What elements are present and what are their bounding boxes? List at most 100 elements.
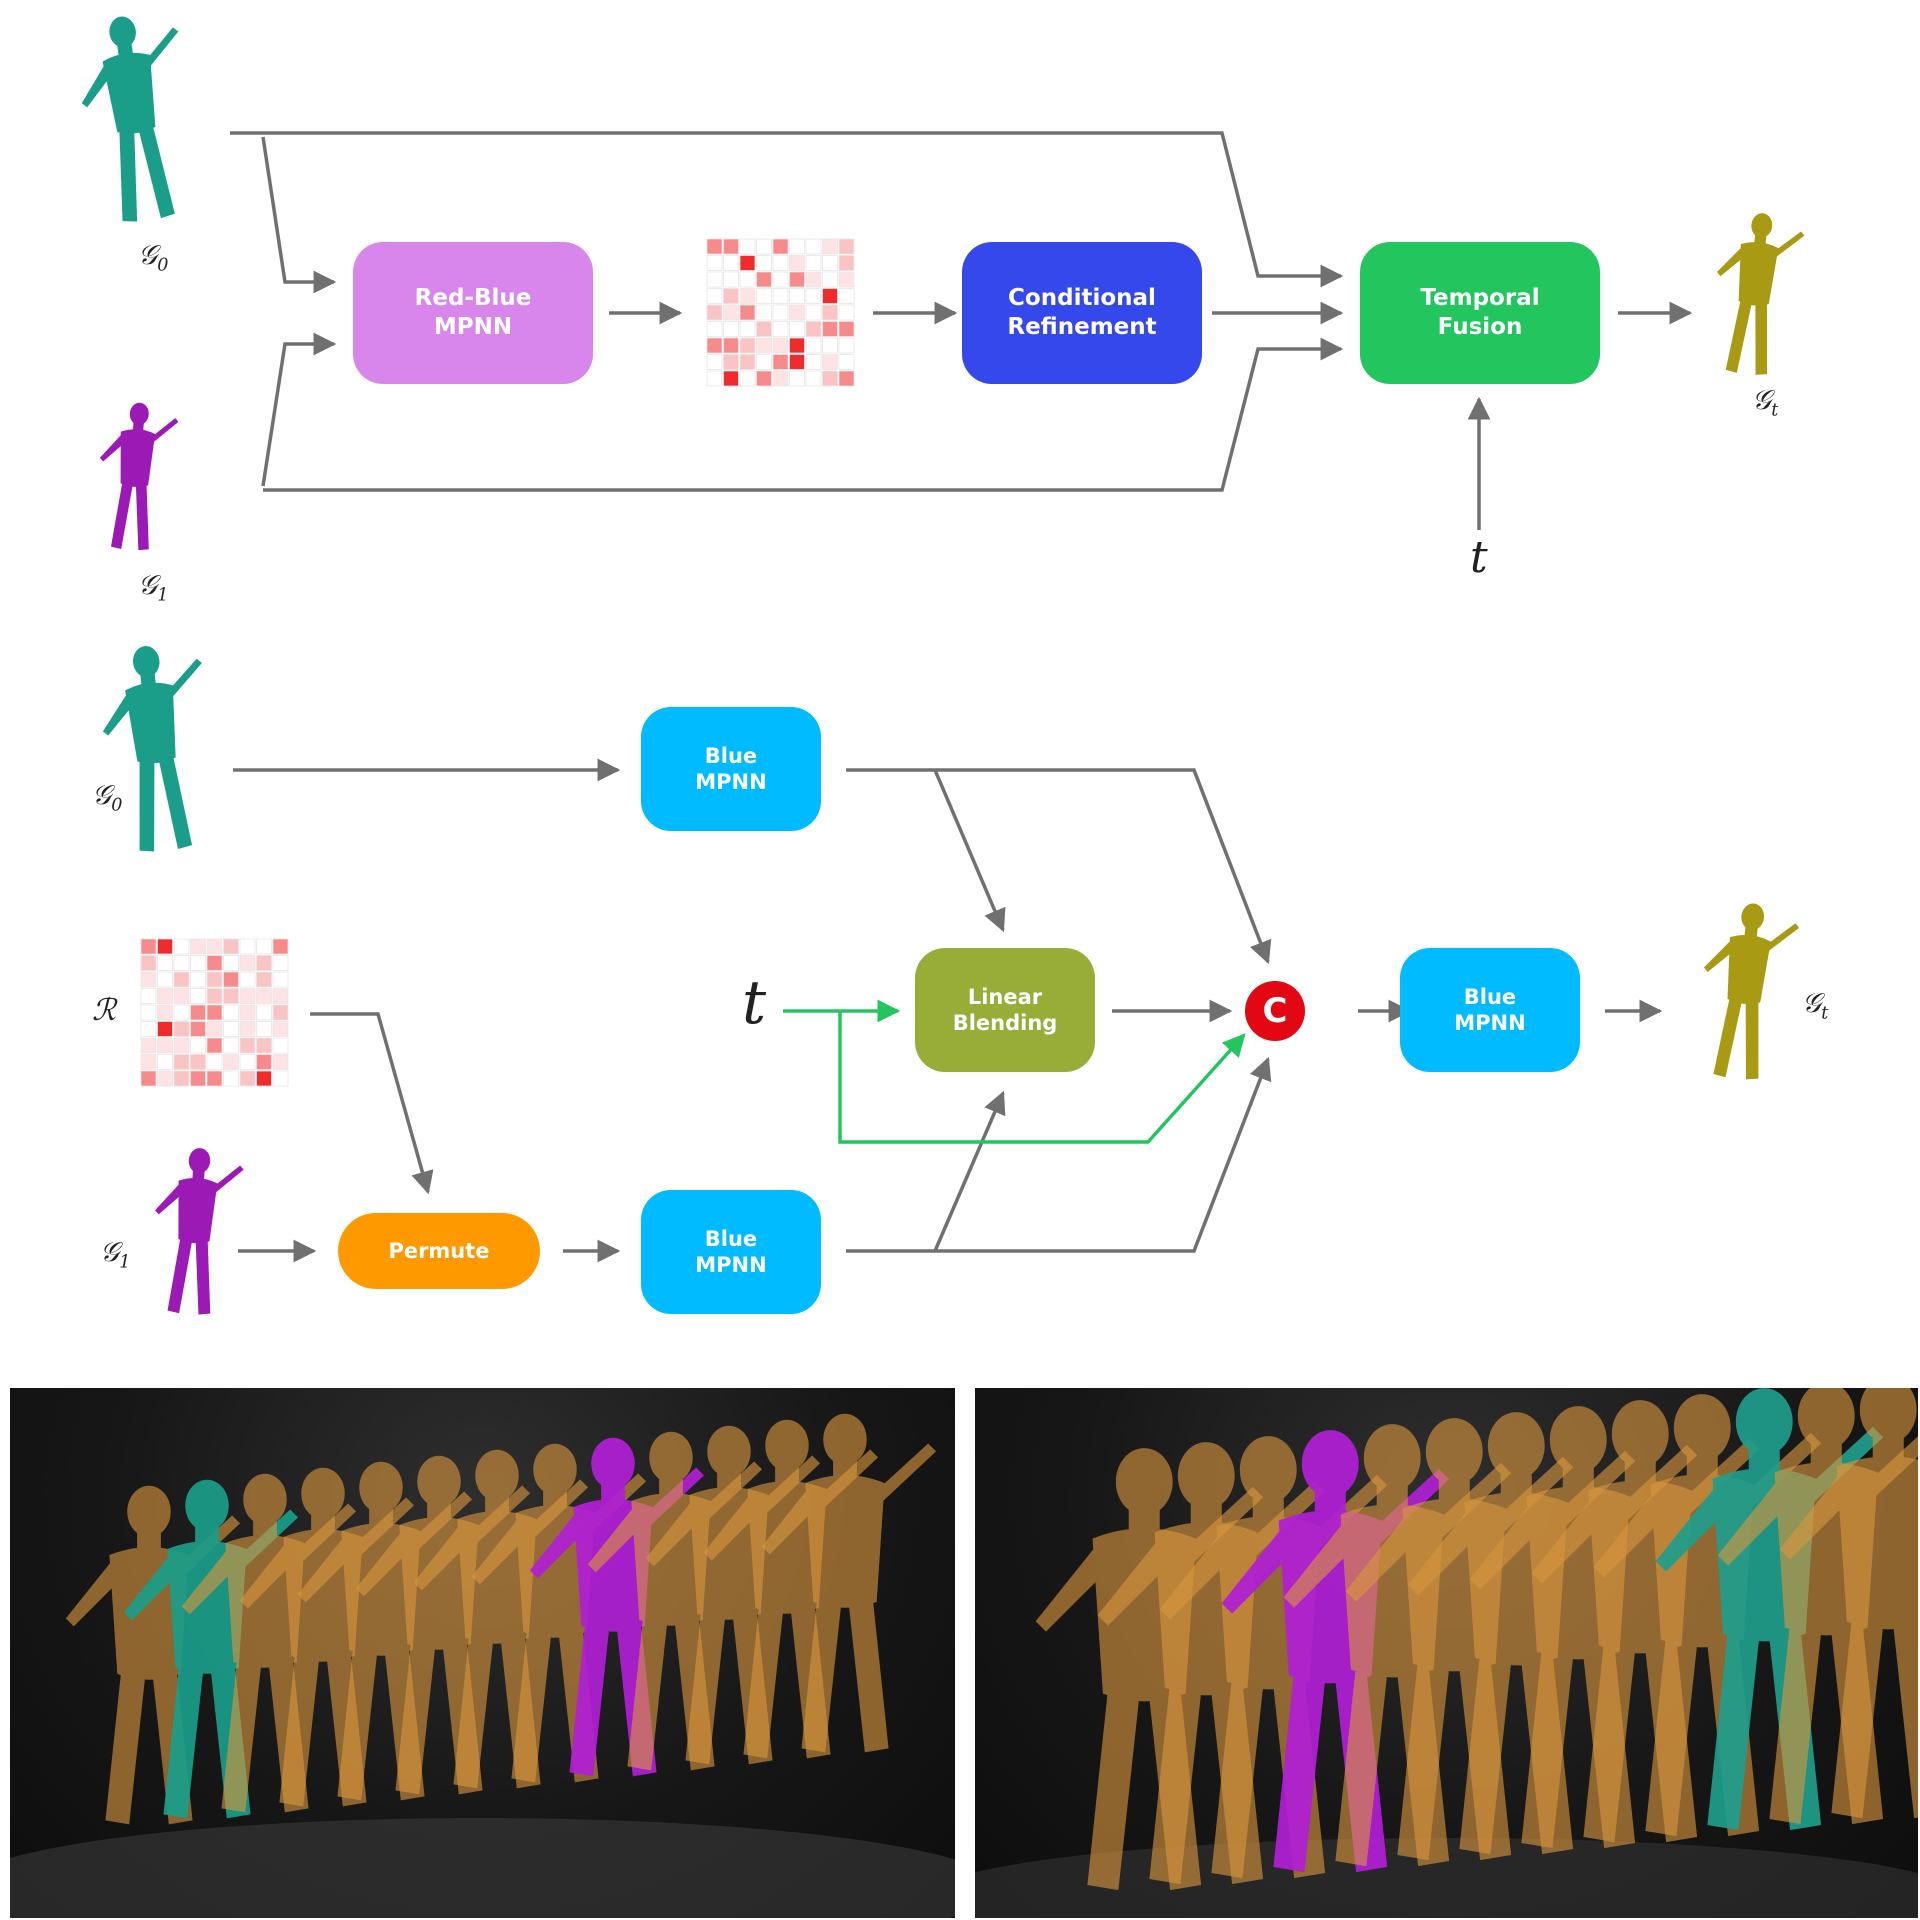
matrix-cell (206, 955, 223, 971)
matrix-cell (173, 971, 190, 988)
matrix-cell (772, 370, 789, 387)
matrix-cell (239, 955, 256, 971)
matrix-cell (805, 370, 822, 387)
matrix-cell (256, 988, 272, 1004)
matrix-cell (822, 321, 838, 337)
matrix-cell (272, 1004, 289, 1021)
render-result-right (975, 1388, 1918, 1918)
matrix-cell (756, 255, 772, 271)
render-left-figures (10, 1413, 955, 1918)
top-figure-g1 (93, 400, 180, 553)
top-figure-gt (1706, 209, 1807, 379)
matrix-cell (239, 1037, 256, 1054)
matrix-cell (206, 938, 223, 955)
matrix-cell (756, 370, 772, 387)
matrix-cell (789, 271, 805, 288)
matrix-cell (272, 1021, 289, 1037)
bottom-label-g1: 𝒢1 (100, 1237, 131, 1273)
matrix-cell (739, 271, 756, 288)
matrix-cell (789, 370, 805, 387)
matrix-cell (256, 1037, 272, 1054)
matrix-cell (190, 1054, 206, 1070)
matrix-cell (756, 337, 772, 354)
matrix-cell (739, 337, 756, 354)
top-label-t: t (1470, 532, 1488, 583)
matrix-cell (739, 238, 756, 255)
top-label-gt: 𝒢t (1752, 385, 1779, 421)
matrix-cell (206, 1070, 223, 1087)
matrix-cell (772, 288, 789, 304)
matrix-cell (256, 1004, 272, 1021)
matrix-cell (739, 370, 756, 387)
matrix-cell (772, 354, 789, 370)
top-figure-g0 (70, 8, 204, 227)
matrix-cell (723, 321, 739, 337)
arrow-r-to-permute (310, 1012, 434, 1195)
bottom-label-g0: 𝒢0 (92, 780, 123, 816)
matrix-cell (838, 321, 855, 337)
temporal-fusion-node: Temporal Fusion (1360, 242, 1600, 384)
matrix-cell (256, 955, 272, 971)
matrix-cell (706, 271, 723, 288)
matrix-cell (789, 288, 805, 304)
matrix-cell (206, 1004, 223, 1021)
linear-blending-node: Linear Blending (915, 948, 1095, 1072)
matrix-cell (157, 955, 173, 971)
matrix-cell (706, 255, 723, 271)
matrix-cell (789, 304, 805, 321)
bottom-label-gt: 𝒢t (1802, 988, 1829, 1024)
matrix-cell (190, 1037, 206, 1054)
matrix-cell (140, 1037, 157, 1054)
matrix-cell (805, 288, 822, 304)
matrix-cell (838, 304, 855, 321)
matrix-cell (772, 238, 789, 255)
matrix-cell (272, 988, 289, 1004)
matrix-cell (838, 354, 855, 370)
matrix-cell (140, 1054, 157, 1070)
arrow-g1-to-redblue (261, 332, 337, 487)
matrix-cell (739, 288, 756, 304)
matrix-cell (756, 271, 772, 288)
matrix-cell (239, 1021, 256, 1037)
matrix-cell (206, 1037, 223, 1054)
matrix-cell (256, 938, 272, 955)
matrix-cell (772, 304, 789, 321)
matrix-cell (272, 971, 289, 988)
matrix-cell (223, 1054, 239, 1070)
matrix-cell (789, 321, 805, 337)
matrix-cell (756, 238, 772, 255)
matrix-cell (822, 337, 838, 354)
matrix-cell (256, 1021, 272, 1037)
matrix-cell (173, 1037, 190, 1054)
matrix-cell (706, 304, 723, 321)
matrix-cell (822, 271, 838, 288)
matrix-cell (140, 955, 157, 971)
matrix-cell (756, 354, 772, 370)
matrix-cell (157, 971, 173, 988)
matrix-cell (256, 1070, 272, 1087)
matrix-cell (223, 1037, 239, 1054)
matrix-cell (739, 321, 756, 337)
matrix-cell (239, 938, 256, 955)
arrow-t-to-concat (838, 1011, 1246, 1144)
arrow-blue-top-to-concat (846, 768, 1272, 965)
matrix-cell (190, 1070, 206, 1087)
bottom-correspondence-matrix (140, 938, 289, 1087)
matrix-cell (206, 988, 223, 1004)
arrow-blue-bottom-to-concat (846, 1056, 1272, 1253)
arrow-g0-to-redblue (261, 136, 337, 294)
matrix-cell (706, 370, 723, 387)
matrix-cell (223, 955, 239, 971)
blue-mpnn-top-node: Blue MPNN (641, 707, 821, 831)
matrix-cell (173, 1021, 190, 1037)
matrix-cell (190, 988, 206, 1004)
matrix-cell (822, 288, 838, 304)
matrix-cell (805, 271, 822, 288)
matrix-cell (190, 971, 206, 988)
matrix-cell (706, 354, 723, 370)
matrix-cell (223, 1021, 239, 1037)
bottom-label-r: ℛ (92, 993, 116, 1028)
matrix-cell (789, 337, 805, 354)
matrix-cell (173, 1054, 190, 1070)
matrix-cell (723, 255, 739, 271)
